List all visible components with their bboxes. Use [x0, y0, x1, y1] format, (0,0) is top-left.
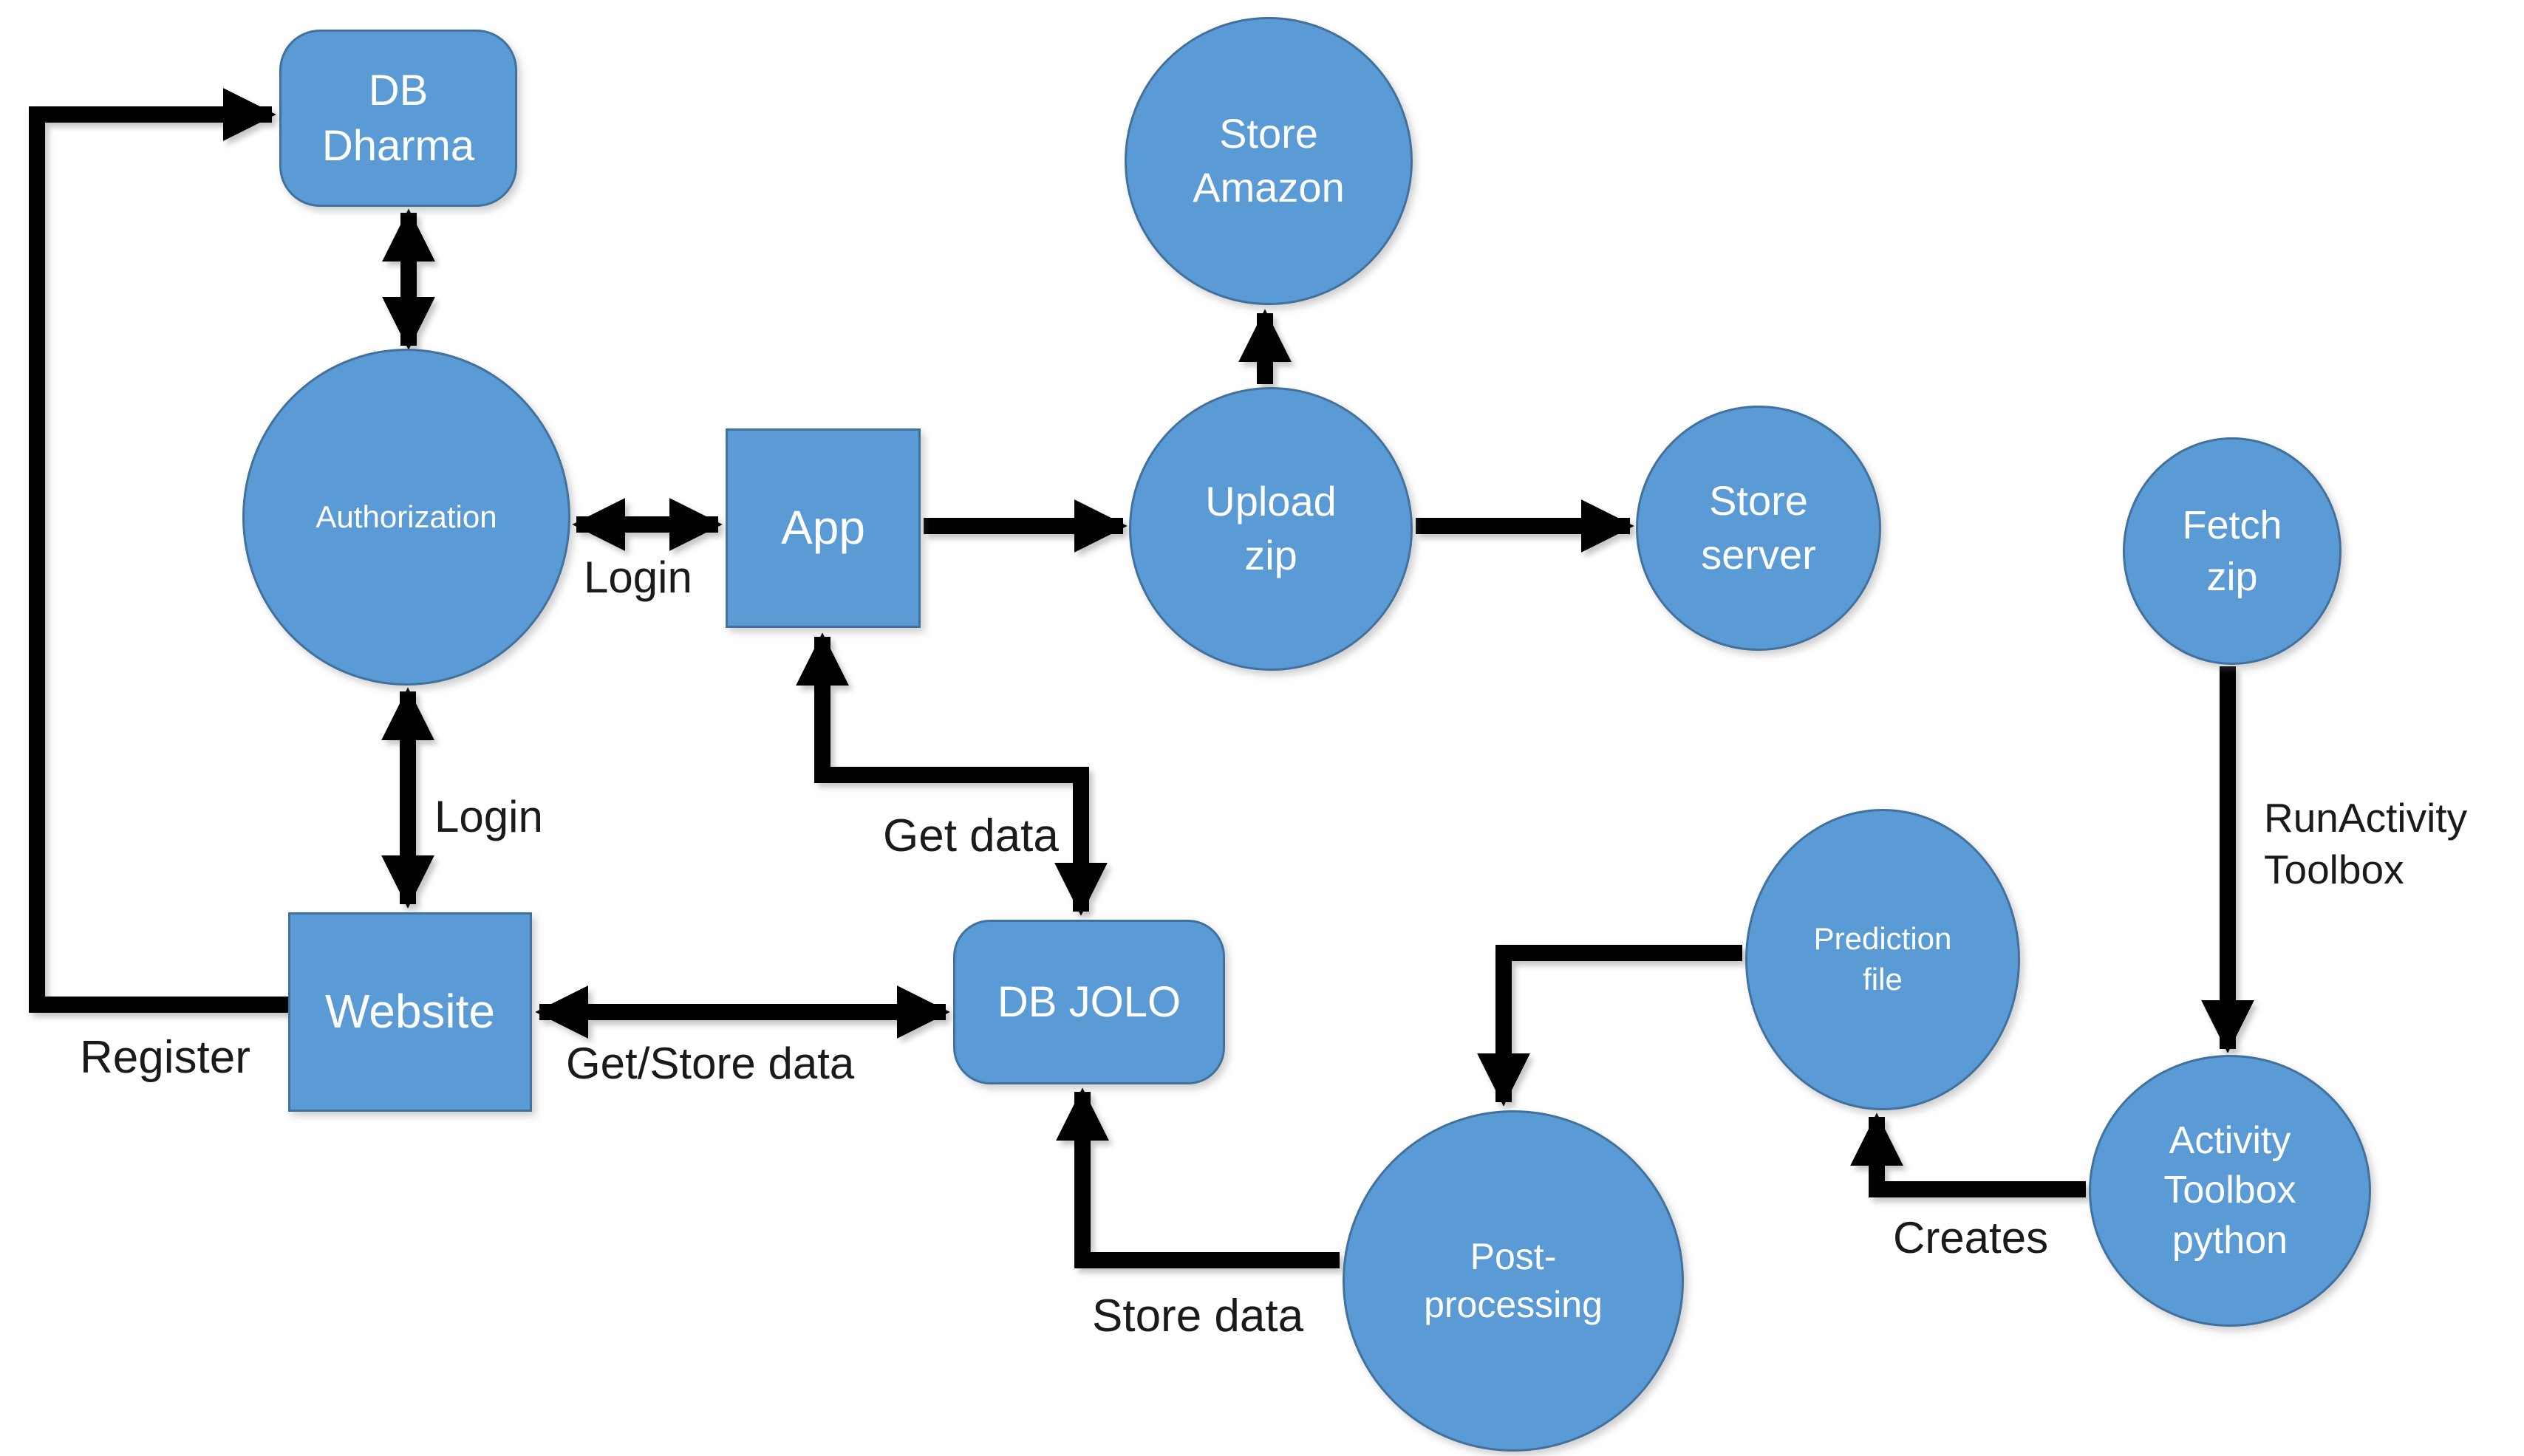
node-db-jolo: DB JOLO [953, 920, 1225, 1084]
node-app: App [726, 428, 921, 628]
node-prediction-file: Prediction file [1745, 809, 2020, 1110]
edge-label-login-website: Login [434, 792, 543, 841]
edge-label-get-store-data: Get/Store data [566, 1039, 855, 1088]
edge-label-login-app: Login [584, 553, 692, 602]
node-fetch-zip: Fetch zip [2123, 437, 2341, 665]
edge-label-get-data: Get data [883, 810, 1059, 861]
node-upload-zip: Upload zip [1129, 387, 1413, 671]
node-store-server: Store server [1636, 406, 1881, 651]
arrow-postprocessing-dbjolo [1056, 1087, 1340, 1268]
node-db-dharma: DB Dharma [279, 30, 517, 207]
edge-label-creates: Creates [1893, 1213, 2049, 1262]
edge-label-register: Register [80, 1032, 250, 1083]
arrow-app-dbjolo [796, 632, 1108, 916]
arrow-prediction-postprocessing [1477, 945, 1742, 1107]
node-post-processing: Post- processing [1343, 1110, 1684, 1452]
arrow-activity-prediction [1850, 1112, 2086, 1197]
node-activity-toolbox-python: Activity Toolbox python [2089, 1055, 2371, 1327]
edge-label-store-data: Store data [1092, 1291, 1304, 1341]
node-authorization: Authorization [242, 349, 570, 686]
node-website: Website [288, 912, 532, 1112]
edge-label-runactivity-toolbox: RunActivity Toolbox [2264, 795, 2468, 893]
node-store-amazon: Store Amazon [1125, 17, 1413, 305]
arrow-register [29, 88, 288, 1013]
